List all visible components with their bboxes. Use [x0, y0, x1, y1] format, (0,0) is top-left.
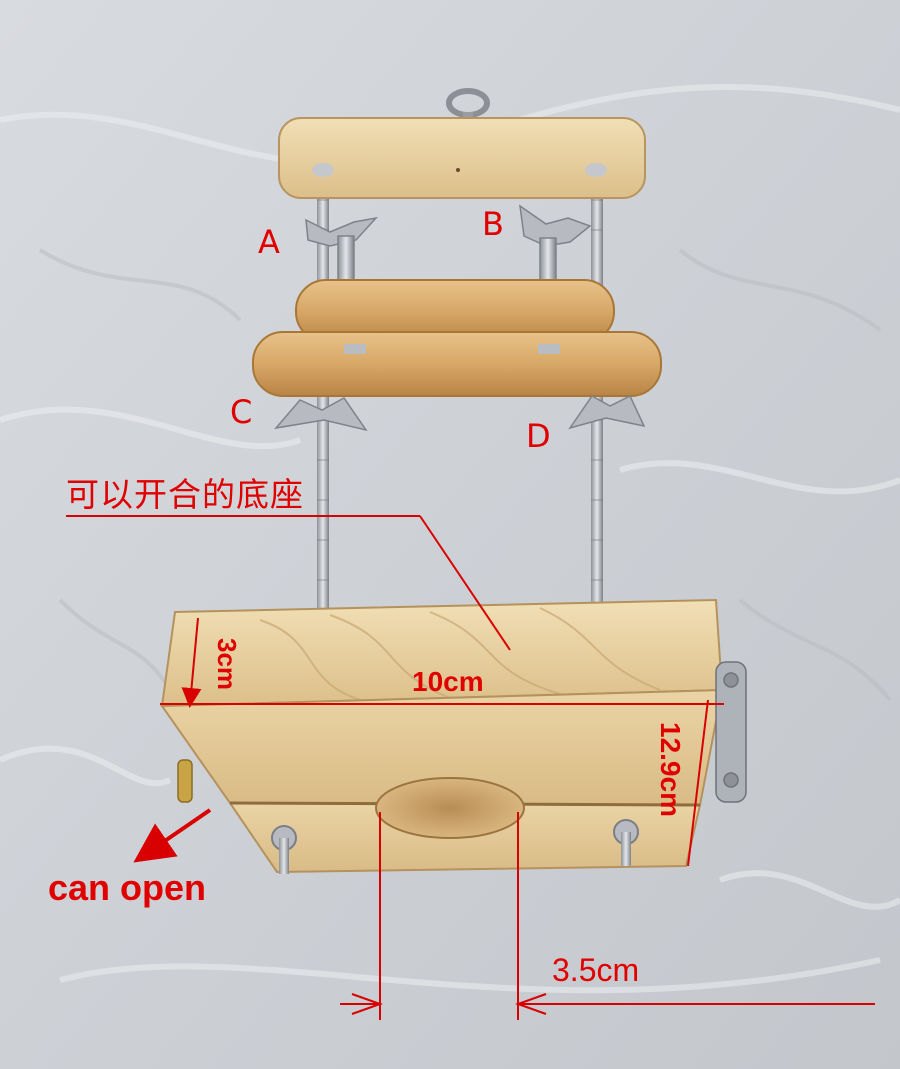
measurement-lines [66, 515, 875, 1020]
label-b: B [482, 205, 504, 243]
cloth-shadows [38, 248, 892, 702]
side-hinge-right [715, 661, 747, 803]
label-hole-size: 3.5cm [552, 952, 640, 988]
label-width: 10cm [412, 666, 484, 697]
label-can-open: can open [48, 867, 207, 908]
wooden-base [160, 598, 724, 874]
label-openable-base: 可以开合的底座 [66, 475, 304, 514]
lower-dowel [252, 331, 662, 397]
wing-nut-c [274, 397, 368, 432]
side-latch-left [177, 759, 193, 803]
label-a: A [258, 223, 280, 261]
label-c: C [230, 393, 253, 431]
label-depth: 12.9cm [655, 722, 686, 817]
label-height: 3cm [212, 638, 242, 691]
top-wooden-bar [278, 117, 646, 199]
label-d: D [526, 417, 551, 455]
wing-nut-d [568, 394, 646, 430]
